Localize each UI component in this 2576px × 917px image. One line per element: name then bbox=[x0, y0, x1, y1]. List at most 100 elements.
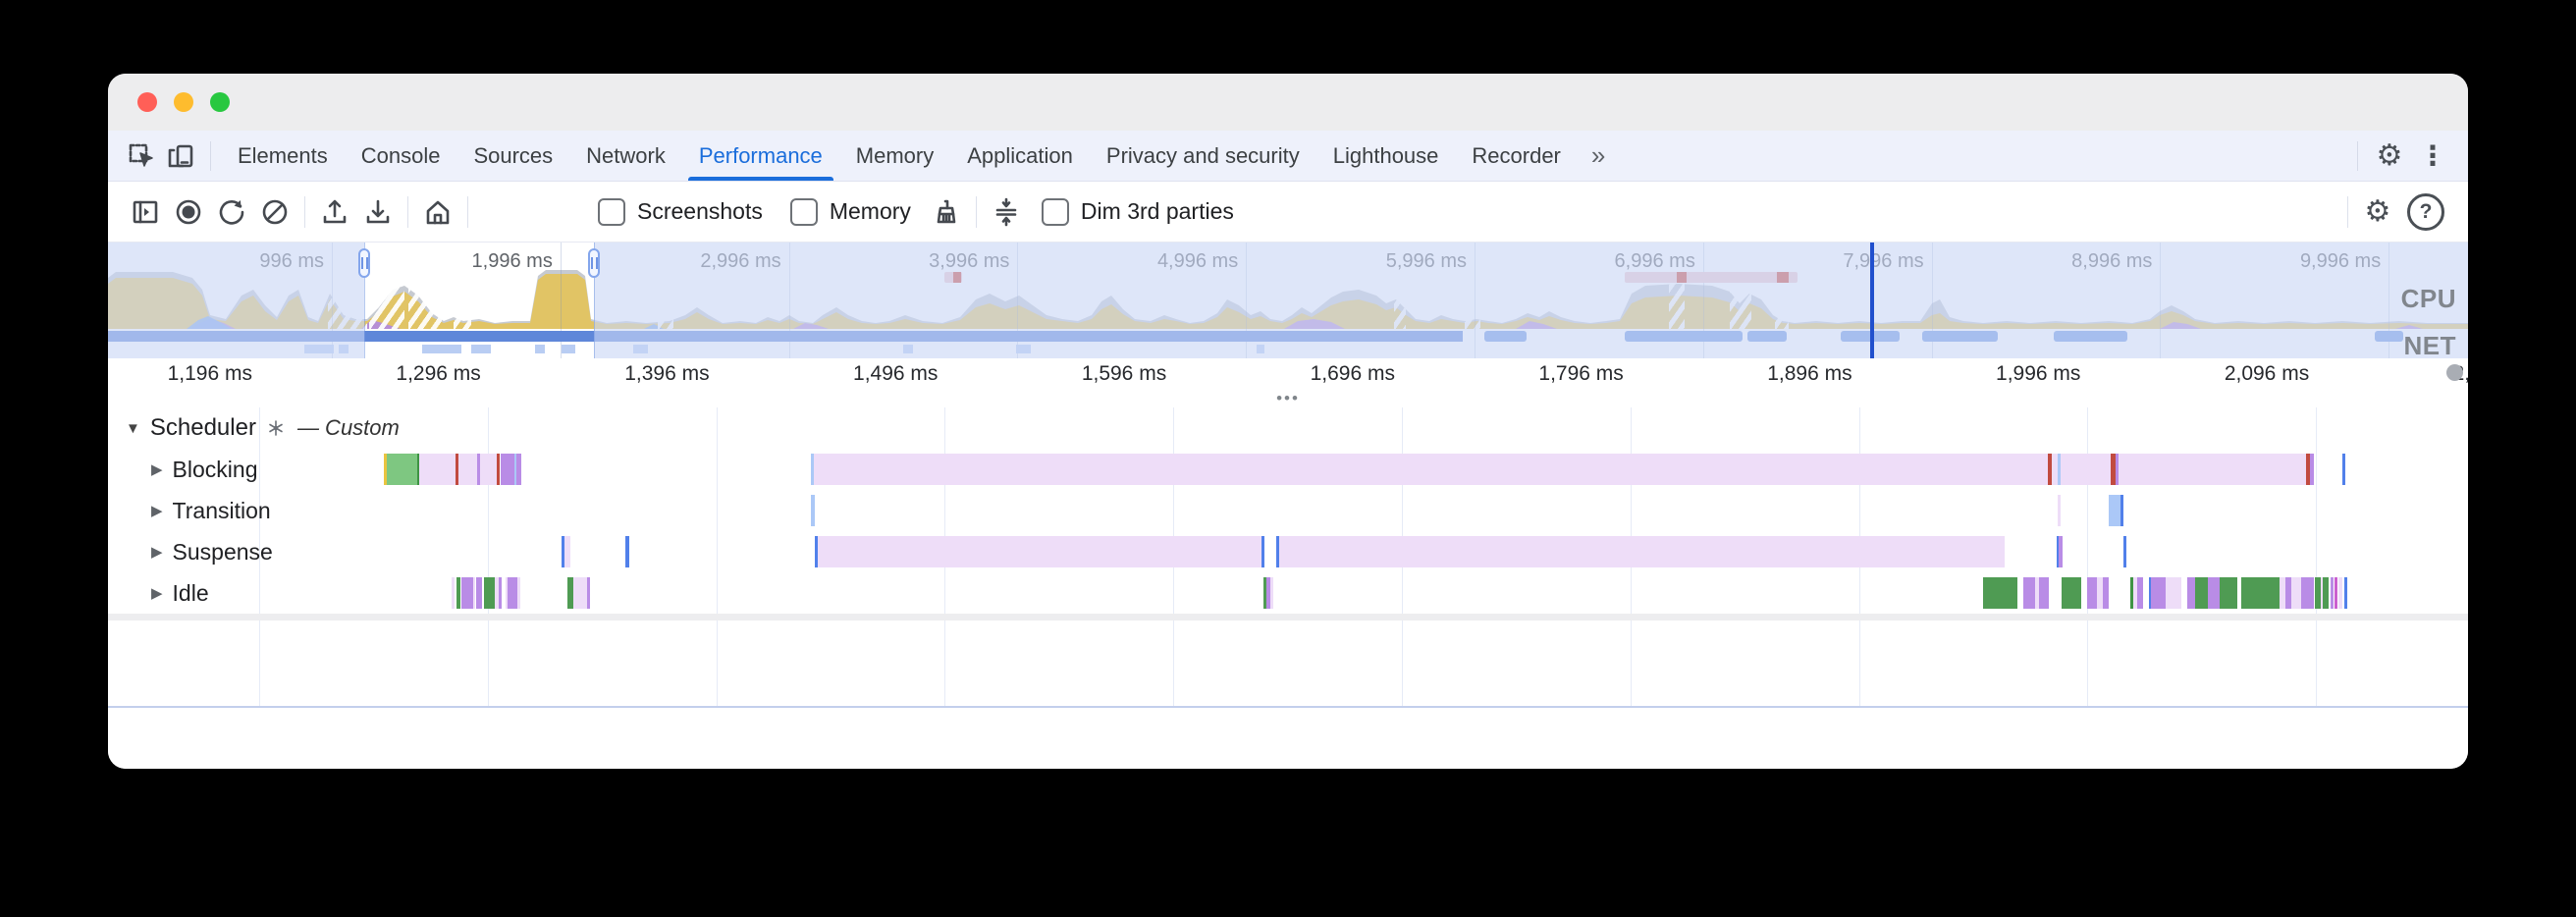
track-event-bar[interactable] bbox=[2195, 577, 2208, 609]
record-and-reload-icon[interactable] bbox=[210, 190, 253, 234]
track-event-bar[interactable] bbox=[2116, 454, 2119, 485]
lane-bars-idle[interactable] bbox=[108, 577, 2468, 609]
track-event-bar[interactable] bbox=[2023, 577, 2035, 609]
help-icon[interactable]: ? bbox=[2407, 192, 2444, 231]
lane-bars-transition[interactable] bbox=[108, 495, 2468, 526]
track-event-bar[interactable] bbox=[514, 454, 516, 485]
expand-triangle-icon[interactable]: ▶ bbox=[151, 585, 163, 602]
track-event-bar[interactable] bbox=[387, 454, 417, 485]
expand-triangle-icon[interactable]: ▶ bbox=[151, 461, 163, 478]
track-event-bar[interactable] bbox=[1279, 536, 2005, 567]
track-event-bar[interactable] bbox=[1270, 577, 1273, 609]
isolate-selector-icon[interactable] bbox=[985, 190, 1028, 234]
track-event-bar[interactable] bbox=[480, 454, 497, 485]
minimize-window-button[interactable] bbox=[174, 92, 193, 112]
track-event-bar[interactable] bbox=[2321, 577, 2323, 609]
track-event-bar[interactable] bbox=[2097, 577, 2103, 609]
track-event-bar[interactable] bbox=[573, 577, 587, 609]
lane-toggle-idle[interactable]: ▶ Idle bbox=[151, 572, 209, 614]
expand-triangle-icon[interactable]: ▶ bbox=[151, 503, 163, 519]
track-event-bar[interactable] bbox=[2187, 577, 2195, 609]
track-event-bar[interactable] bbox=[2306, 454, 2310, 485]
track-event-bar[interactable] bbox=[2058, 495, 2061, 526]
track-event-bar[interactable] bbox=[417, 454, 419, 485]
track-event-bar[interactable] bbox=[1276, 536, 1279, 567]
track-event-bar[interactable] bbox=[2291, 577, 2301, 609]
track-event-bar[interactable] bbox=[811, 495, 815, 526]
track-event-bar[interactable] bbox=[2120, 495, 2123, 526]
scheduler-track-header[interactable]: ▼ Scheduler — Custom bbox=[126, 407, 400, 449]
track-event-bar[interactable] bbox=[2111, 454, 2116, 485]
track-event-bar[interactable] bbox=[452, 577, 455, 609]
track-event-bar[interactable] bbox=[811, 454, 814, 485]
track-event-bar[interactable] bbox=[2035, 577, 2039, 609]
track-event-bar[interactable] bbox=[2062, 577, 2081, 609]
track-event-bar[interactable] bbox=[625, 536, 629, 567]
track-flamechart-area[interactable]: ▼ Scheduler — Custom bbox=[108, 407, 2468, 706]
track-event-bar[interactable] bbox=[2058, 454, 2061, 485]
track-event-bar[interactable] bbox=[456, 454, 458, 485]
track-event-bar[interactable] bbox=[2344, 577, 2347, 609]
track-event-bar[interactable] bbox=[2151, 577, 2166, 609]
lane-toggle-blocking[interactable]: ▶ Blocking bbox=[151, 449, 257, 490]
tab-console[interactable]: Console bbox=[360, 142, 441, 168]
track-event-bar[interactable] bbox=[2059, 536, 2063, 567]
track-event-bar[interactable] bbox=[419, 454, 456, 485]
track-event-bar[interactable] bbox=[501, 454, 514, 485]
timeline-overview-minimap[interactable]: 996 ms1,996 ms2,996 ms3,996 ms4,996 ms5,… bbox=[108, 243, 2468, 359]
dim-3rd-parties-checkbox[interactable]: Dim 3rd parties bbox=[1041, 197, 1234, 226]
device-toolbar-icon[interactable] bbox=[161, 136, 200, 176]
toggle-sidebar-icon[interactable] bbox=[124, 190, 167, 234]
track-event-bar[interactable] bbox=[2241, 577, 2280, 609]
dim-3rd-parties-checkbox-box[interactable] bbox=[1041, 197, 1069, 226]
track-event-bar[interactable] bbox=[476, 577, 482, 609]
track-event-bar[interactable] bbox=[2315, 577, 2321, 609]
tab-lighthouse[interactable]: Lighthouse bbox=[1332, 142, 1439, 168]
tab-memory[interactable]: Memory bbox=[855, 142, 935, 168]
capture-settings-gear-icon[interactable]: ⚙ bbox=[2364, 195, 2391, 228]
close-window-button[interactable] bbox=[137, 92, 157, 112]
track-event-bar[interactable] bbox=[562, 536, 564, 567]
track-event-bar[interactable] bbox=[818, 536, 1261, 567]
tab-recorder[interactable]: Recorder bbox=[1472, 142, 1561, 168]
track-event-bar[interactable] bbox=[564, 536, 570, 567]
track-event-bar[interactable] bbox=[2109, 495, 2120, 526]
playhead-marker[interactable] bbox=[1870, 243, 1874, 358]
track-event-bar[interactable] bbox=[2342, 454, 2345, 485]
track-event-bar[interactable] bbox=[495, 577, 499, 609]
settings-gear-icon[interactable]: ⚙ bbox=[2376, 139, 2403, 172]
track-event-bar[interactable] bbox=[2285, 577, 2291, 609]
track-event-bar[interactable] bbox=[517, 577, 520, 609]
track-event-bar[interactable] bbox=[458, 454, 477, 485]
load-profile-icon[interactable] bbox=[313, 190, 356, 234]
track-event-bar[interactable] bbox=[499, 577, 502, 609]
track-event-bar[interactable] bbox=[484, 577, 495, 609]
track-event-bar[interactable] bbox=[508, 577, 517, 609]
track-event-bar[interactable] bbox=[2280, 577, 2285, 609]
track-event-bar[interactable] bbox=[2310, 454, 2314, 485]
record-icon[interactable] bbox=[167, 190, 210, 234]
track-event-bar[interactable] bbox=[2166, 577, 2181, 609]
track-event-bar[interactable] bbox=[2133, 577, 2137, 609]
selection-handle-right[interactable] bbox=[588, 248, 600, 278]
memory-checkbox-box[interactable] bbox=[789, 197, 818, 226]
clear-recording-icon[interactable] bbox=[253, 190, 296, 234]
tab-application[interactable]: Application bbox=[967, 142, 1073, 168]
track-event-bar[interactable] bbox=[506, 577, 508, 609]
track-event-bar[interactable] bbox=[567, 577, 573, 609]
track-event-bar[interactable] bbox=[461, 577, 473, 609]
scrollbar-thumb-dot[interactable] bbox=[2446, 364, 2463, 381]
tab-elements[interactable]: Elements bbox=[238, 142, 328, 168]
track-event-bar[interactable] bbox=[2130, 577, 2133, 609]
track-event-bar[interactable] bbox=[473, 577, 475, 609]
track-event-bar[interactable] bbox=[1266, 577, 1270, 609]
panel-resizer-handle[interactable]: ••• bbox=[108, 390, 2468, 407]
track-event-bar[interactable] bbox=[2323, 577, 2329, 609]
collapse-triangle-icon[interactable]: ▼ bbox=[126, 419, 140, 437]
tab-network[interactable]: Network bbox=[586, 142, 666, 168]
track-event-bar[interactable] bbox=[456, 577, 460, 609]
track-event-bar[interactable] bbox=[497, 454, 500, 485]
collect-garbage-icon[interactable] bbox=[925, 190, 968, 234]
track-event-bar[interactable] bbox=[2331, 577, 2334, 609]
track-event-bar[interactable] bbox=[384, 454, 387, 485]
